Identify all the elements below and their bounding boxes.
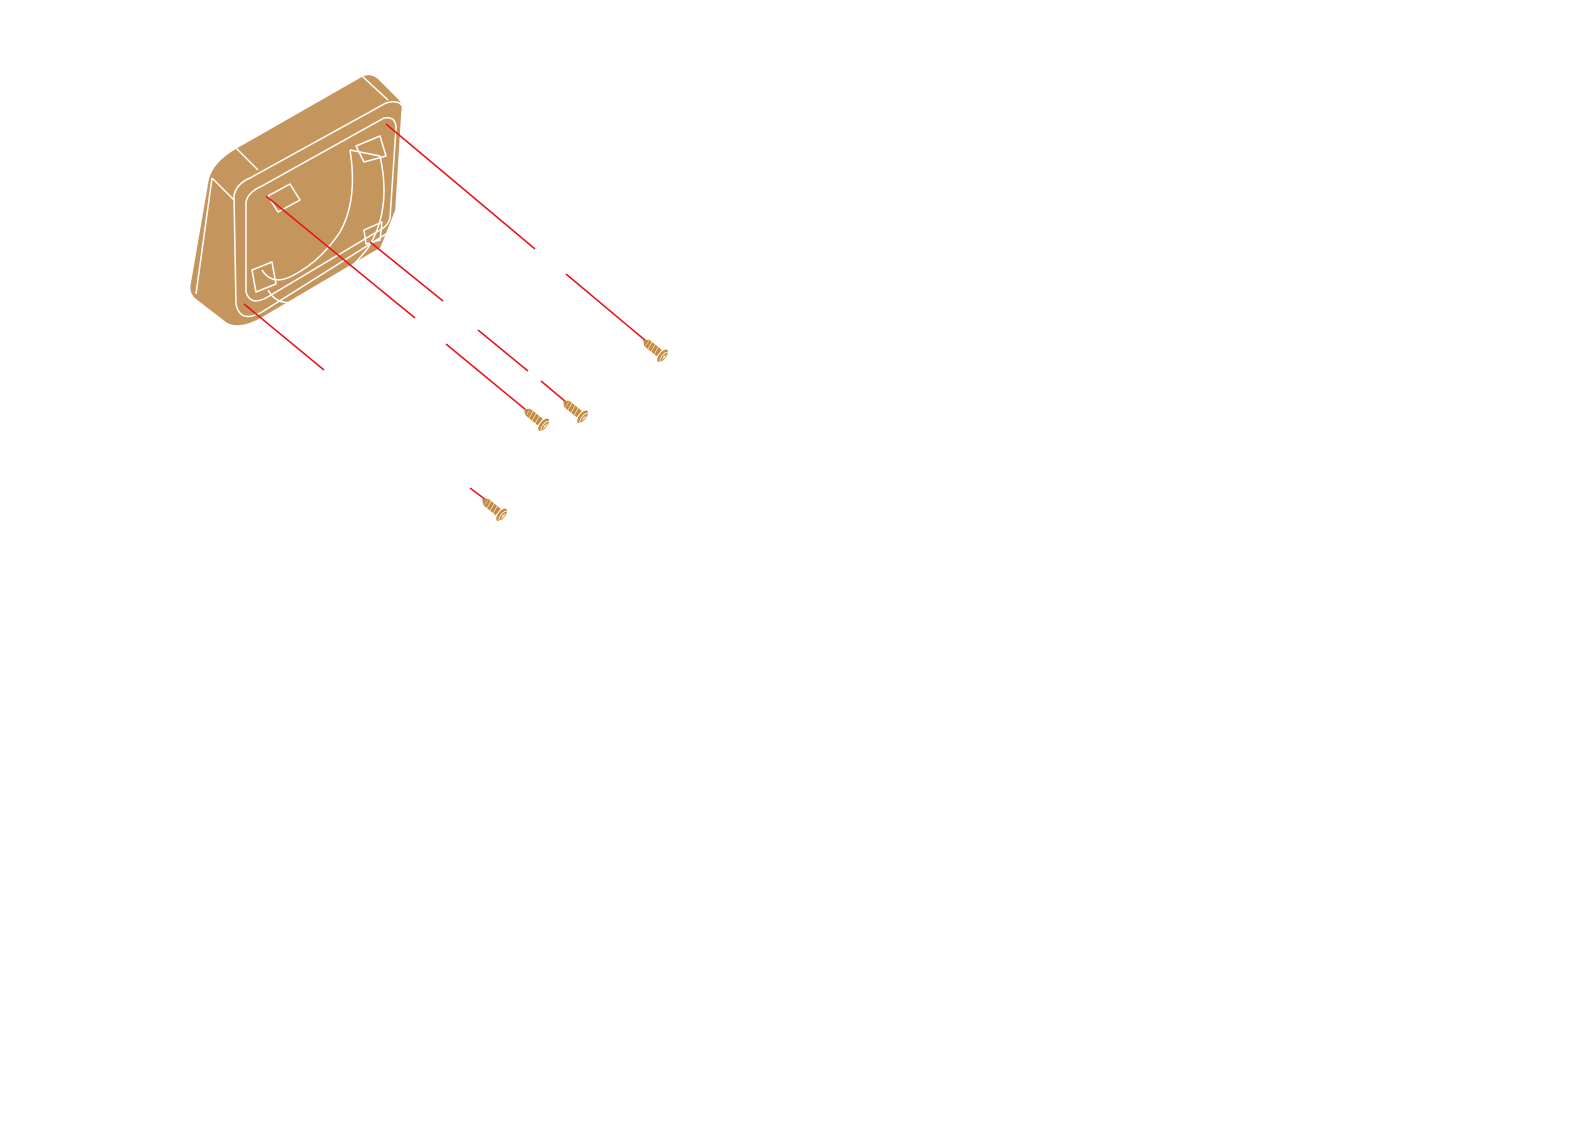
leader-line bbox=[565, 273, 647, 342]
leader-line bbox=[540, 380, 567, 403]
frame-front-face bbox=[233, 101, 405, 318]
frame-tab-br bbox=[363, 221, 383, 245]
leader-line bbox=[445, 343, 527, 411]
leader-line bbox=[265, 195, 416, 319]
frame-duct-edge bbox=[349, 149, 381, 157]
screw-1-icon bbox=[643, 339, 670, 363]
frame-depth-edge bbox=[361, 75, 389, 101]
leader-line bbox=[243, 303, 325, 371]
frame-tab-tr bbox=[355, 135, 387, 163]
frame-depth-edge bbox=[211, 177, 235, 201]
screw-4-icon bbox=[482, 498, 509, 522]
frame-inner-rim bbox=[245, 116, 397, 302]
fan-shroud bbox=[188, 73, 405, 327]
screw-2-icon bbox=[524, 408, 551, 432]
leader-line bbox=[385, 123, 536, 250]
screw-3-icon bbox=[563, 400, 590, 424]
frame-depth-edge bbox=[235, 147, 259, 171]
leader-lines bbox=[243, 123, 647, 501]
leader-line bbox=[477, 329, 529, 372]
frame-tab-tl bbox=[267, 183, 301, 213]
frame-duct-inner bbox=[261, 149, 354, 281]
leader-line bbox=[469, 487, 487, 501]
frame-side-edge bbox=[195, 177, 213, 295]
frame-duct-outer bbox=[267, 155, 385, 304]
frame-tab-bl bbox=[251, 261, 277, 293]
frame-depth-edge bbox=[195, 299, 219, 323]
leader-line bbox=[369, 241, 444, 302]
